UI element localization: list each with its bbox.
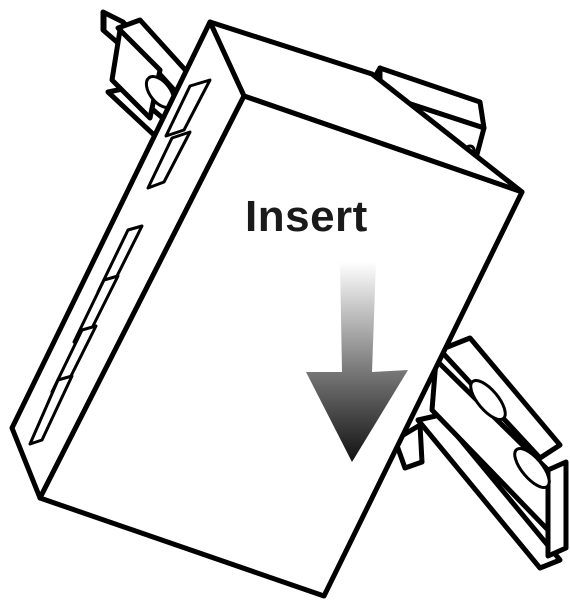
- rj45-port: [146, 130, 192, 190]
- device-front-face: [37, 93, 525, 599]
- din-rail-lower-end: [392, 335, 569, 571]
- rj45-port: [164, 78, 212, 138]
- switch-device: [9, 19, 525, 599]
- insert-label: Insert: [245, 192, 368, 241]
- din-rail: [100, 9, 569, 571]
- rail-slot: [469, 379, 507, 421]
- insert-arrow: [306, 262, 408, 462]
- rj45-port: [28, 374, 74, 446]
- rail-slot: [513, 447, 551, 489]
- rj45-ports: [28, 78, 212, 446]
